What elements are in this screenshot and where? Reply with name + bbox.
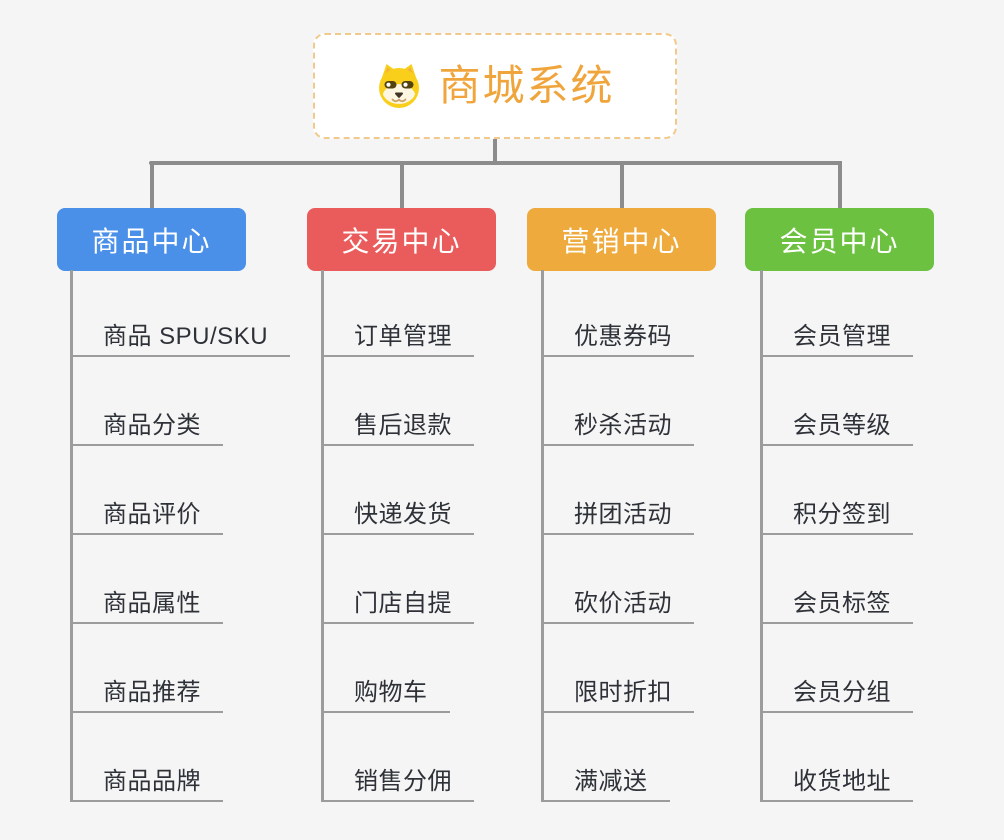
leaf-node[interactable]: 商品属性 — [70, 588, 223, 624]
leaf-node[interactable]: 优惠券码 — [541, 321, 694, 357]
connector-drop-0 — [149, 161, 154, 208]
connector-spine-3 — [760, 270, 763, 801]
leaf-node[interactable]: 售后退款 — [321, 410, 474, 446]
leaf-node[interactable]: 商品评价 — [70, 499, 223, 535]
branch-header-1[interactable]: 交易中心 — [307, 208, 496, 271]
connector-spine-0 — [70, 270, 73, 801]
root-node[interactable]: 商城系统 — [313, 33, 677, 139]
leaf-node[interactable]: 会员管理 — [760, 321, 913, 357]
leaf-node[interactable]: 销售分佣 — [321, 766, 474, 802]
connector-spine-2 — [541, 270, 544, 801]
branch-header-label: 商品中心 — [91, 225, 212, 257]
leaf-node[interactable]: 快递发货 — [321, 499, 474, 535]
leaf-node[interactable]: 收货地址 — [760, 766, 913, 802]
leaf-node[interactable]: 商品推荐 — [70, 677, 223, 713]
leaf-node[interactable]: 满减送 — [541, 766, 670, 802]
leaf-node[interactable]: 积分签到 — [760, 499, 913, 535]
leaf-node[interactable]: 秒杀活动 — [541, 410, 694, 446]
leaf-node[interactable]: 商品分类 — [70, 410, 223, 446]
branch-header-label: 会员中心 — [779, 225, 900, 257]
leaf-node[interactable]: 限时折扣 — [541, 677, 694, 713]
connector-spine-1 — [321, 270, 324, 801]
connector-drop-2 — [619, 161, 624, 208]
connector-drop-1 — [399, 161, 404, 208]
leaf-node[interactable]: 砍价活动 — [541, 588, 694, 624]
leaf-node[interactable]: 门店自提 — [321, 588, 474, 624]
leaf-node[interactable]: 会员等级 — [760, 410, 913, 446]
leaf-node[interactable]: 商品 SPU/SKU — [70, 321, 291, 357]
root-title: 商城系统 — [438, 62, 615, 109]
leaf-node[interactable]: 订单管理 — [321, 321, 474, 357]
branch-header-label: 营销中心 — [561, 225, 682, 257]
shiba-dog-icon — [375, 62, 423, 110]
leaf-node[interactable]: 会员分组 — [760, 677, 913, 713]
leaf-node[interactable]: 会员标签 — [760, 588, 913, 624]
branch-header-2[interactable]: 营销中心 — [527, 208, 716, 271]
branch-header-3[interactable]: 会员中心 — [745, 208, 934, 271]
leaf-node[interactable]: 拼团活动 — [541, 499, 694, 535]
branch-header-label: 交易中心 — [341, 225, 462, 257]
connector-drop-3 — [837, 161, 842, 208]
connector-root-stem — [493, 137, 497, 165]
connector-rail — [149, 161, 840, 165]
branch-header-0[interactable]: 商品中心 — [57, 208, 246, 271]
leaf-node[interactable]: 购物车 — [321, 677, 450, 713]
leaf-node[interactable]: 商品品牌 — [70, 766, 223, 802]
